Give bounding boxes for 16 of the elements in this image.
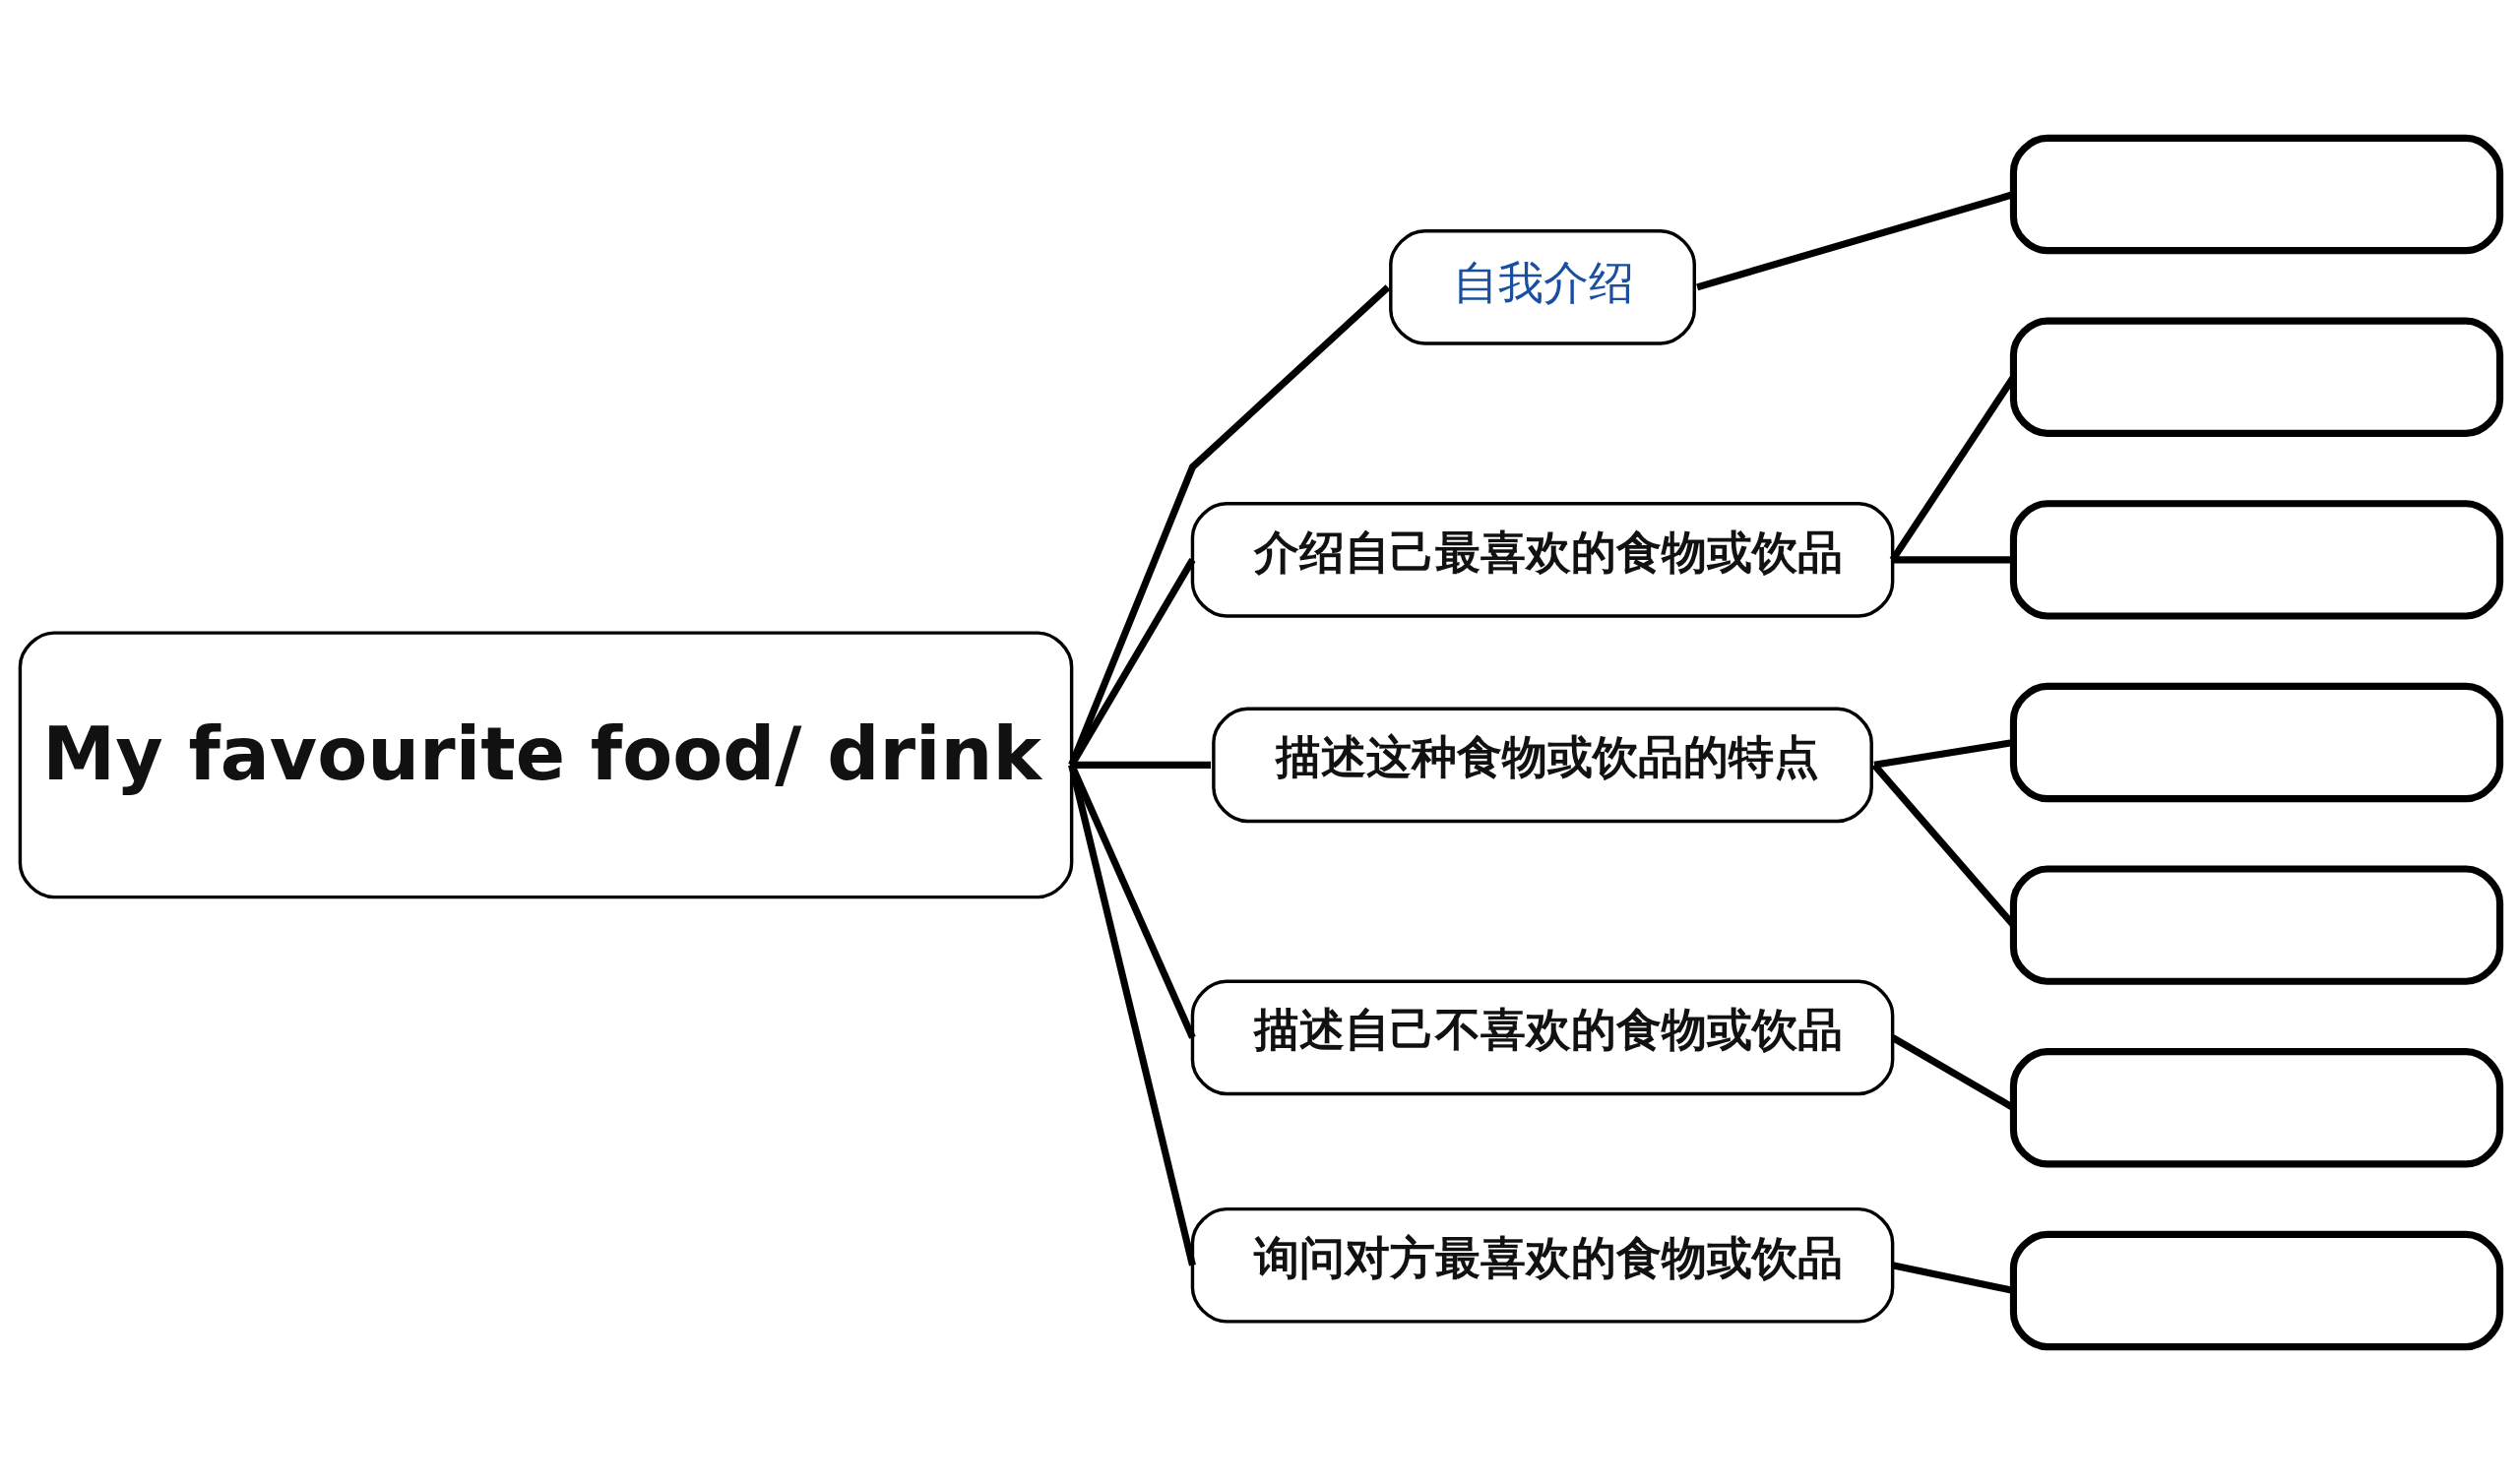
node-box: 介绍自己最喜欢的食物或饮品 — [1190, 501, 1895, 618]
node-box — [2009, 1230, 2504, 1350]
node-box — [2009, 317, 2504, 437]
node-box: 自我介绍 — [1389, 228, 1696, 345]
connector — [1068, 557, 1196, 767]
node-box — [2009, 864, 2504, 985]
node-box — [2009, 134, 2504, 254]
node-box — [2009, 1047, 2504, 1167]
connector — [1068, 283, 1391, 767]
node-box — [2009, 682, 2504, 802]
node-box: 询问对方最喜欢的食物或饮品 — [1190, 1206, 1895, 1324]
connector — [1068, 764, 1196, 1267]
node-box — [2009, 499, 2504, 620]
node-box: 描述自己不喜欢的食物或饮品 — [1190, 979, 1895, 1095]
node-box: 描述这种食物或饮品的特点 — [1212, 707, 1873, 823]
node-box: My favourite food/ drink — [18, 630, 1074, 898]
